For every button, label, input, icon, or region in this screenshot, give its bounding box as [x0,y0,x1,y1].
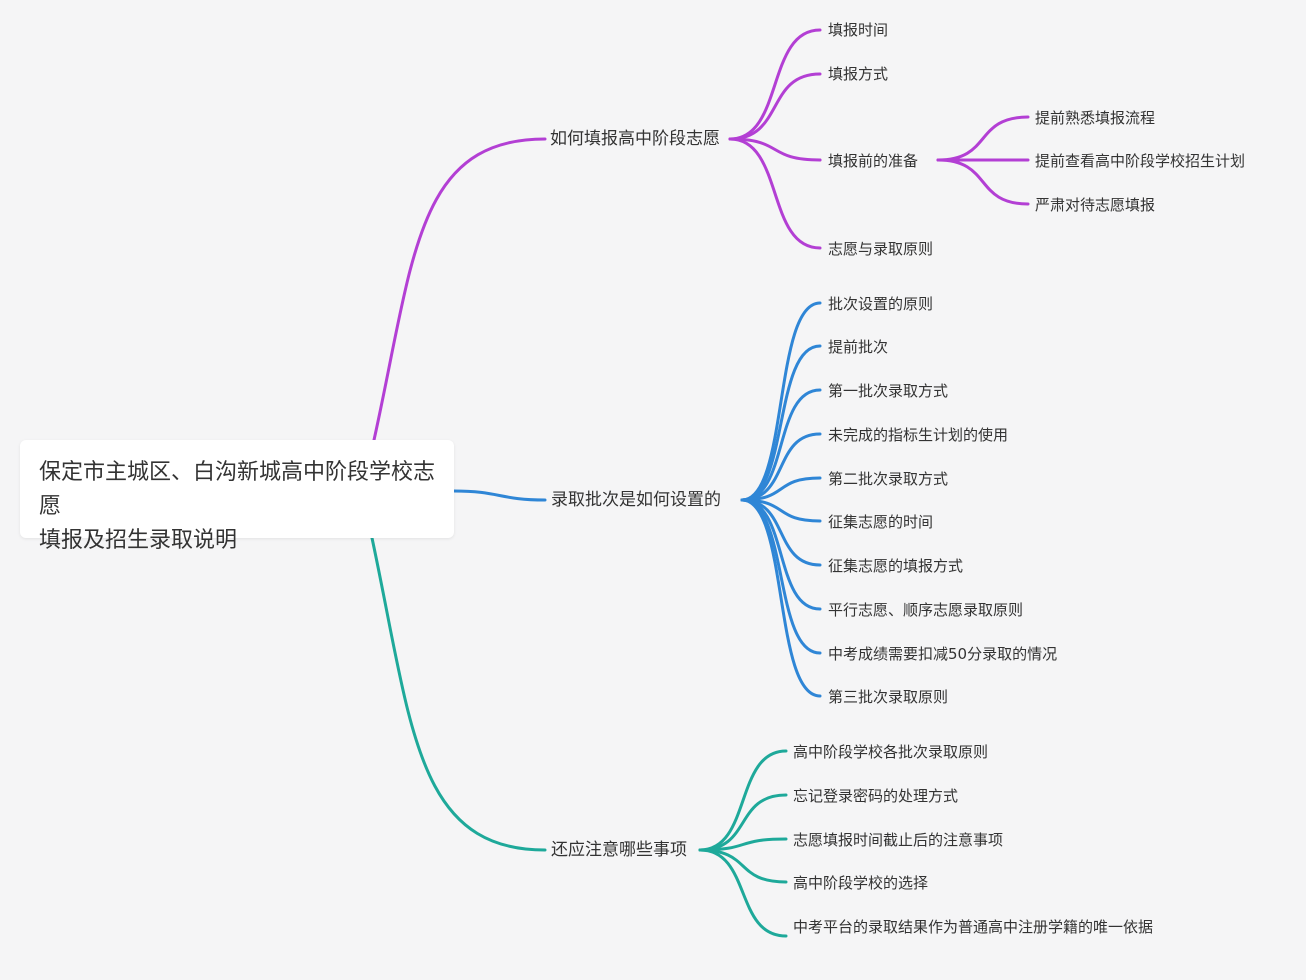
topic-preparation[interactable]: 填报前的准备 [828,152,919,170]
topic-batch-principle[interactable]: 批次设置的原则 [828,295,934,313]
topic-after-deadline[interactable]: 志愿填报时间截止后的注意事项 [793,831,1004,849]
branch-fill-in-volunteer[interactable]: 如何填报高中阶段志愿 [550,129,720,149]
edge-b2-c1 [740,301,822,502]
topic-score-deduction[interactable]: 中考成绩需要扣减50分录取的情况 [828,645,1058,663]
topic-registration-basis[interactable]: 中考平台的录取结果作为普通高中注册学籍的唯一依据 [793,918,1154,936]
root-title-line-2: 填报及招生录取说明 [39,528,238,553]
topic-prep-process[interactable]: 提前熟悉填报流程 [1035,109,1156,127]
edge-b3-c1 [698,749,788,852]
branch-admission-batches[interactable]: 录取批次是如何设置的 [551,490,721,510]
edge-root-branch2 [452,489,547,502]
edge-root-branch1 [372,137,547,442]
edge-b2-c10 [740,498,822,698]
edge-b1-c1 [728,28,822,141]
edge-b1-c3 [728,137,822,162]
edge-b2-c3 [740,388,822,502]
topic-forgot-password[interactable]: 忘记登录密码的处理方式 [793,787,959,805]
branch-notes[interactable]: 还应注意哪些事项 [551,840,687,860]
topic-prep-plan[interactable]: 提前查看高中阶段学校招生计划 [1035,152,1246,170]
edge-b1-c3-s1 [936,115,1030,162]
edge-b3-c5 [698,848,788,938]
topic-quota-usage[interactable]: 未完成的指标生计划的使用 [828,426,1009,444]
edge-b2-c4 [740,432,822,502]
topic-second-batch[interactable]: 第二批次录取方式 [828,470,949,488]
edge-b3-c2 [698,793,788,852]
topic-early-batch[interactable]: 提前批次 [828,338,889,356]
topic-batch-admission-rules[interactable]: 高中阶段学校各批次录取原则 [793,743,989,761]
topic-school-choice[interactable]: 高中阶段学校的选择 [793,874,929,892]
topic-volunteer-principle[interactable]: 志愿与录取原则 [828,240,934,258]
edge-b3-c4 [698,848,788,884]
edge-root-branch3 [370,536,547,852]
edge-b3-c3 [698,837,788,852]
topic-first-batch[interactable]: 第一批次录取方式 [828,382,949,400]
topic-parallel-sequential[interactable]: 平行志愿、顺序志愿录取原则 [828,601,1024,619]
topic-collect-method[interactable]: 征集志愿的填报方式 [828,557,964,575]
root-title-line-1: 保定市主城区、白沟新城高中阶段学校志愿 [39,460,436,519]
topic-collect-time[interactable]: 征集志愿的时间 [828,513,934,531]
topic-prep-serious[interactable]: 严肃对待志愿填报 [1035,196,1156,214]
root-topic[interactable]: 保定市主城区、白沟新城高中阶段学校志愿 填报及招生录取说明 [20,440,454,553]
edge-b1-c3-s3 [936,158,1030,206]
edge-b1-c4 [728,137,822,250]
edge-b2-c9 [740,498,822,655]
edge-b2-c2 [740,344,822,502]
topic-fill-method[interactable]: 填报方式 [828,65,889,83]
topic-fill-time[interactable]: 填报时间 [828,21,889,39]
edge-b1-c2 [728,72,822,141]
topic-third-batch[interactable]: 第三批次录取原则 [828,688,949,706]
